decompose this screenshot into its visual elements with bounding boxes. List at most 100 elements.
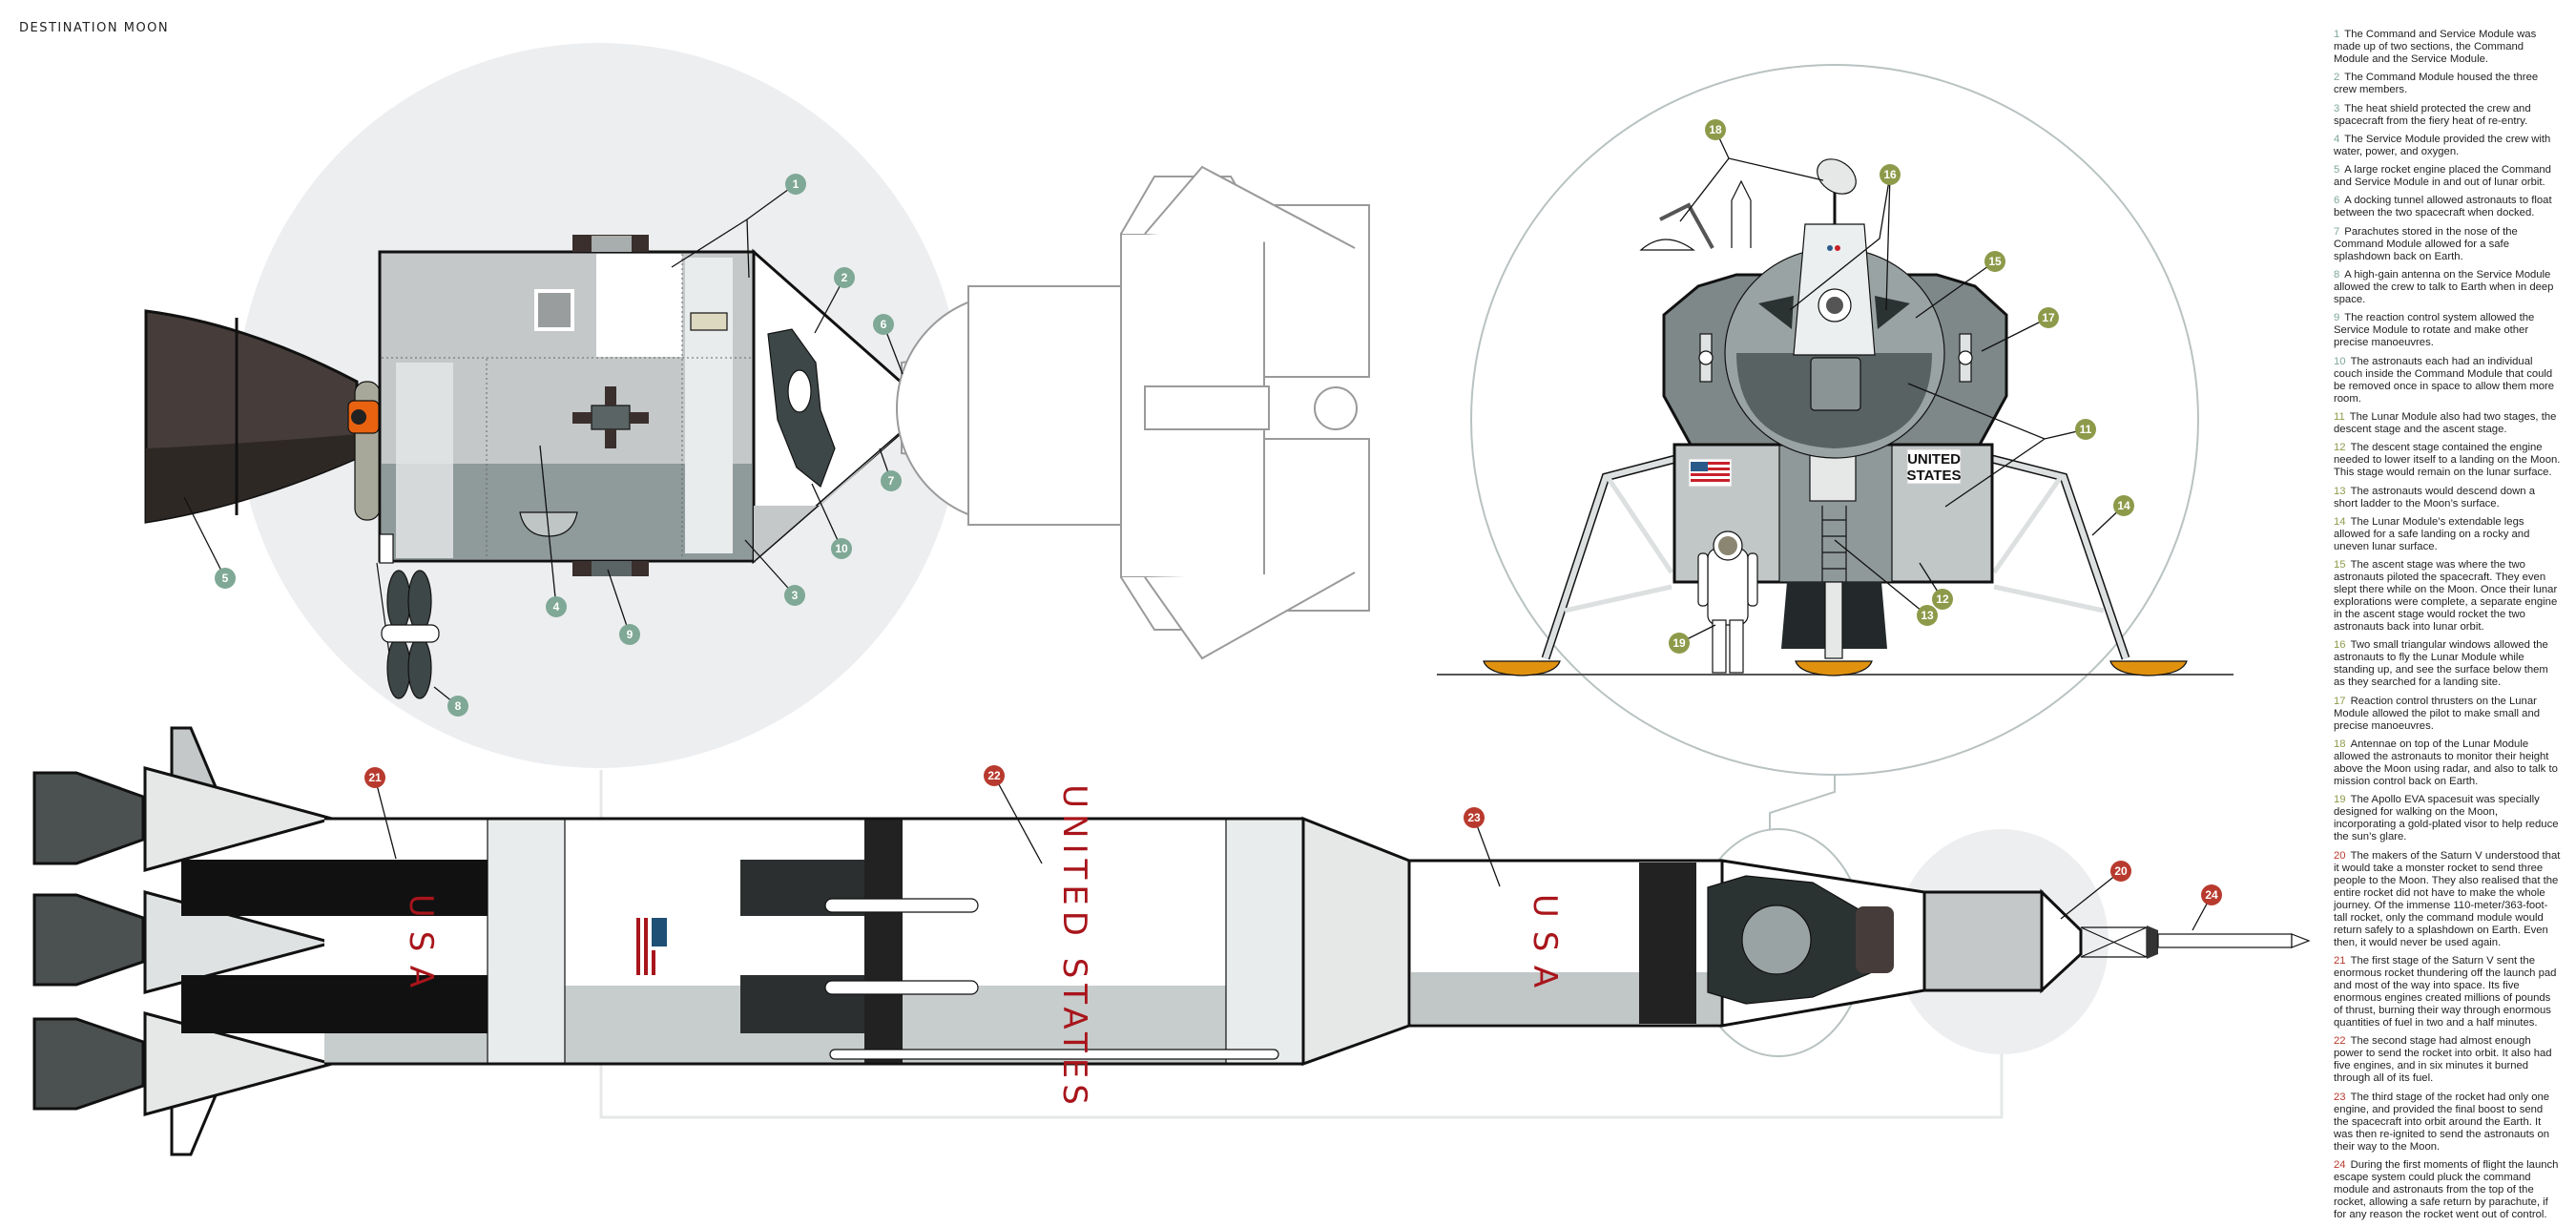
united-marking: UNITED [1907,451,1961,468]
callout-21: 21 [364,767,385,788]
radar-antenna [1817,158,1857,224]
callout-3: 3 [784,585,805,606]
callout-15: 15 [1984,251,2005,272]
svg-text:5: 5 [222,572,229,585]
callout-19: 19 [1669,633,1690,654]
svg-text:4: 4 [553,600,560,614]
callout-1: 1 [785,174,806,195]
callout-14: 14 [2113,495,2134,516]
ribbed-section [487,818,566,1065]
footpad-left [1483,660,1561,676]
footpad-right [2109,660,2188,676]
svg-text:14: 14 [2117,499,2130,512]
astronaut [1697,530,1758,674]
left-window [1758,296,1794,329]
svg-text:16: 16 [1883,168,1897,181]
callout-9: 9 [619,624,640,645]
leader-lines [183,129,2212,931]
svg-text:12: 12 [1936,593,1949,606]
svg-text:18: 18 [1709,123,1722,136]
page-title: DESTINATION MOON [19,21,170,35]
right-window [1875,296,1910,329]
callout-18: 18 [1705,119,1726,140]
rocket-flag [636,918,667,975]
svg-text:15: 15 [1988,255,2002,268]
callout-12: 12 [1932,589,1953,610]
saturn-v-rocket: USA UNITED STATES USA [32,726,2311,1156]
first-stage-black-band [181,860,488,916]
callout-22: 22 [984,765,1005,786]
svg-text:24: 24 [2205,888,2218,902]
escape-rocket [2157,933,2293,948]
svg-text:6: 6 [881,318,887,331]
apollo-illustration: UNITED STATES [32,43,2311,1156]
callout-6: 6 [873,314,894,335]
callout-13: 13 [1917,605,1938,626]
svg-text:23: 23 [1467,811,1481,824]
f1-engines [32,771,145,1111]
svg-text:2: 2 [841,271,848,284]
connector-line [1769,775,1836,829]
usa-marking-stage1: USA [402,894,440,1001]
callout-16: 16 [1880,164,1901,185]
docked-lunar-module-outline [896,165,1370,660]
svg-text:1: 1 [793,177,800,191]
rocket-service-module [1922,890,2044,992]
forward-hatch [1810,357,1861,411]
rcs-quad-center [572,386,649,448]
flag [1688,458,1733,488]
states-marking: STATES [1907,468,1962,484]
rcs-thruster-right [1958,333,1973,383]
callout-24: 24 [2201,884,2222,905]
svg-text:7: 7 [888,474,895,488]
svg-text:8: 8 [455,699,462,713]
callout-5: 5 [215,568,236,589]
svg-text:20: 20 [2114,864,2128,878]
engine-fairing [143,766,338,872]
high-gain-antenna [376,562,440,699]
interstage-band [864,819,903,1064]
svg-text:10: 10 [835,542,848,555]
callout-8: 8 [447,696,468,717]
svg-text:13: 13 [1921,609,1934,622]
svg-text:11: 11 [2080,423,2092,436]
svg-text:19: 19 [1672,636,1686,650]
svg-text:17: 17 [2042,311,2055,324]
astronaut-in-couch [787,369,812,413]
callout-7: 7 [881,470,902,491]
callout-17: 17 [2038,307,2059,328]
callout-11: 11 [2075,419,2096,440]
svg-text:9: 9 [627,628,634,641]
rcs-thruster-left [1698,333,1714,383]
callout-labels: 1 2 3 4 5 6 7 8 9 10 11 12 13 14 15 16 1… [215,119,2222,905]
footpad-center [1795,660,1873,676]
conduit [829,1049,1279,1060]
callout-2: 2 [834,267,855,288]
svg-text:22: 22 [987,769,1001,782]
